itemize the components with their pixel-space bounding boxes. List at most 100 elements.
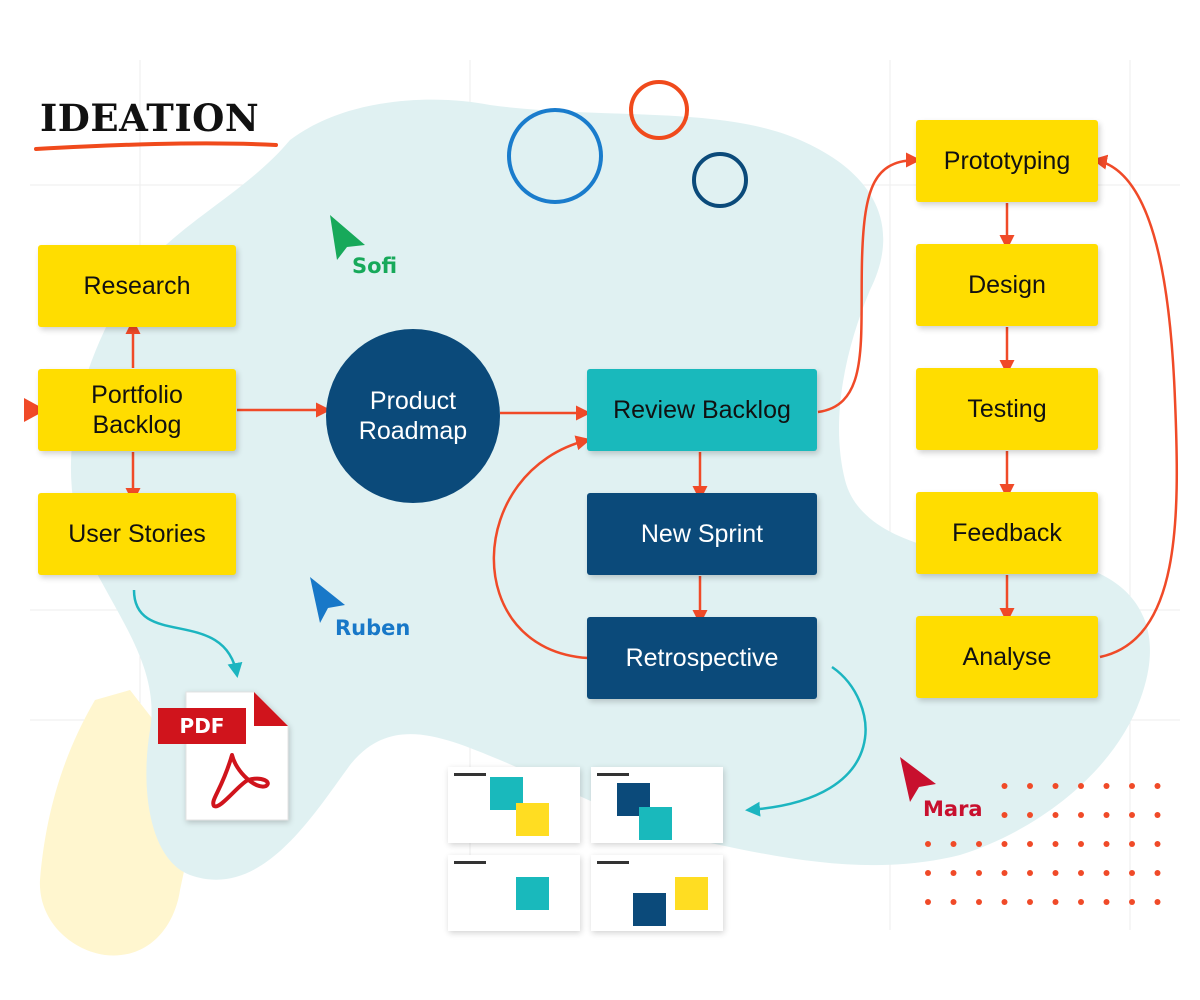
node-product-roadmap[interactable]: Product Roadmap [326,329,500,503]
dot [1103,899,1110,905]
dot [1001,870,1008,876]
connector-arrows [125,152,1179,660]
dot [950,841,957,847]
node-analyse-label: Analyse [962,643,1052,671]
dot [1078,870,1084,876]
dot [1027,870,1033,876]
dot [1129,870,1135,876]
dot [1001,841,1008,847]
node-retrospective-label: Retrospective [625,644,779,672]
board-thumbnail-title-bar [597,861,629,864]
title-underline [34,141,278,151]
node-prototyping[interactable]: Prototyping [916,120,1098,202]
dot [1052,899,1059,905]
board-thumbnail-1[interactable] [448,767,580,843]
dot [1129,783,1135,789]
dot [1052,812,1059,818]
node-feedback[interactable]: Feedback [916,492,1098,574]
adobe-acrobat-icon [211,753,270,809]
dot [1078,812,1084,818]
arrow-retro-to-boards [745,665,867,817]
board-shape [516,803,549,836]
dot [1129,899,1135,905]
entry-arrowhead [24,398,46,422]
deco-circle-orange [629,80,689,140]
dot [1154,870,1161,876]
deco-circle-blue [507,108,603,204]
board-shape [633,893,666,926]
node-retrospective[interactable]: Retrospective [587,617,817,699]
node-user-stories-label: User Stories [68,520,206,548]
deco-circle-navy [692,152,748,208]
dot [950,870,957,876]
background-blob [70,99,1150,880]
node-testing-label: Testing [967,395,1047,423]
arrow-analyse-loop-to-prototyping [1092,154,1179,659]
teal-arrows [132,589,867,817]
dot [1154,783,1161,789]
board-shape [675,877,708,910]
node-portfolio-backlog-line2: Backlog [92,411,182,439]
dot [1078,841,1084,847]
dot [1001,812,1008,818]
node-research-label: Research [83,272,191,300]
board-thumbnail-title-bar [597,773,629,776]
board-thumbnail-4[interactable] [591,855,723,931]
arrow-userstories-to-pdf [132,589,243,678]
node-design-label: Design [968,271,1046,299]
dot [1103,783,1110,789]
cursor-label-ruben: Ruben [335,616,411,640]
dot [1103,841,1110,847]
node-product-roadmap-line2: Roadmap [358,417,468,445]
dot [1103,812,1110,818]
dot [1052,783,1059,789]
dot [1001,899,1008,905]
node-design[interactable]: Design [916,244,1098,326]
dot [1154,841,1161,847]
arrow-retro-loop-to-review [492,435,591,660]
cursor-label-sofi: Sofi [352,254,398,278]
dot [976,870,982,876]
dot [1078,899,1084,905]
cursor-label-mara: Mara [923,797,983,821]
node-feedback-label: Feedback [952,519,1062,547]
node-product-roadmap-line1: Product [369,387,457,415]
pdf-badge: PDF [158,708,246,744]
dot [1078,783,1084,789]
node-portfolio-backlog-line1: Portfolio [91,381,183,409]
board-shape [516,877,549,910]
dot [976,841,982,847]
board-shape [639,807,672,840]
board-thumbnail-title-bar [454,773,486,776]
dot [976,899,982,905]
dot [925,841,931,847]
board-thumbnail-title-bar [454,861,486,864]
node-new-sprint-label: New Sprint [640,520,764,548]
dot [925,899,931,905]
node-analyse[interactable]: Analyse [916,616,1098,698]
board-thumbnail-3[interactable] [448,855,580,931]
node-portfolio-backlog[interactable]: Portfolio Backlog [38,369,236,451]
cursor-sofi-icon [330,215,365,260]
dot [925,870,931,876]
dot [1027,812,1033,818]
dot [950,899,957,905]
board-thumbnail-2[interactable] [591,767,723,843]
dot [1129,841,1135,847]
dot [1052,841,1059,847]
node-research[interactable]: Research [38,245,236,327]
node-review-backlog-label: Review Backlog [613,396,791,424]
node-testing[interactable]: Testing [916,368,1098,450]
cursor-mara-icon [900,757,936,802]
arrow-review-to-prototyping [817,152,921,414]
node-review-backlog[interactable]: Review Backlog [587,369,817,451]
dot [1001,783,1008,789]
dot [1154,812,1161,818]
node-user-stories[interactable]: User Stories [38,493,236,575]
node-new-sprint[interactable]: New Sprint [587,493,817,575]
dot [1154,899,1161,905]
node-prototyping-label: Prototyping [943,147,1071,175]
page-title: IDEATION [40,96,260,140]
dot [1027,841,1033,847]
